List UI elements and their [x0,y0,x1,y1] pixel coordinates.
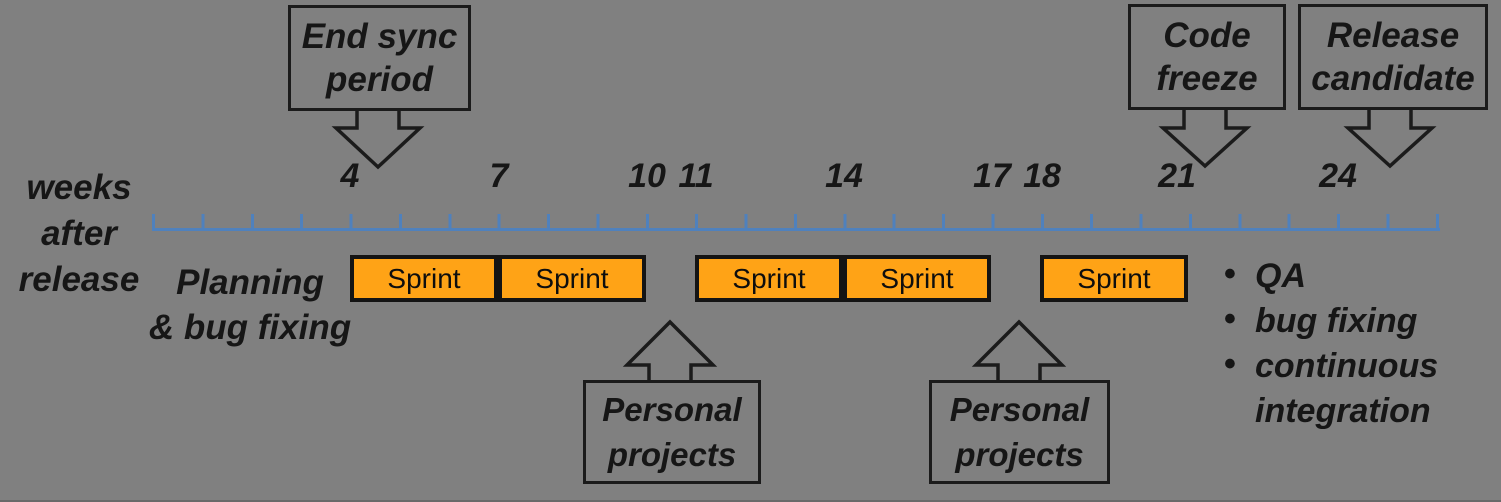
week-label-14: 14 [825,157,863,195]
week-label-24: 24 [1319,157,1357,195]
week-label-17: 17 [973,157,1011,195]
final-phase-bullet-list: QA bug fixing continuous integration [1224,252,1448,434]
week-label-21: 21 [1158,157,1196,195]
up-arrow-personal-projects-2 [971,319,1067,384]
callout-personal-projects-2: Personal projects [929,380,1110,484]
bullet-item-qa: QA [1224,252,1448,299]
callout-release-candidate: Release candidate [1298,4,1488,110]
week-label-11: 11 [678,157,714,195]
week-label-7: 7 [489,157,509,195]
sprint-box-5: Sprint [1040,255,1188,302]
sprint-box-4: Sprint [843,255,991,302]
week-label-18: 18 [1023,157,1061,195]
sprint-box-1: Sprint [350,255,498,302]
sprint-box-3: Sprint [695,255,843,302]
down-arrow-release-candidate [1343,105,1437,169]
sprint-box-2: Sprint [498,255,646,302]
callout-personal-projects-1: Personal projects [583,380,761,484]
up-arrow-personal-projects-1 [622,319,718,384]
callout-end-sync-period: End sync period [288,5,471,111]
week-label-4: 4 [340,157,360,195]
callout-code-freeze: Code freeze [1128,4,1286,110]
bullet-item-bug-fixing: bug fixing [1224,297,1448,344]
week-label-10: 10 [628,157,666,195]
axis-label-weeks-after-release: weeks after release [18,168,140,299]
bullet-item-continuous-integration: continuous integration [1224,342,1448,434]
image-bottom-edge [0,500,1501,502]
planning-phase-label: Planning & bug fixing [148,263,352,347]
timeline-tick-marks [152,214,1440,228]
timeline-axis-line [152,228,1440,231]
